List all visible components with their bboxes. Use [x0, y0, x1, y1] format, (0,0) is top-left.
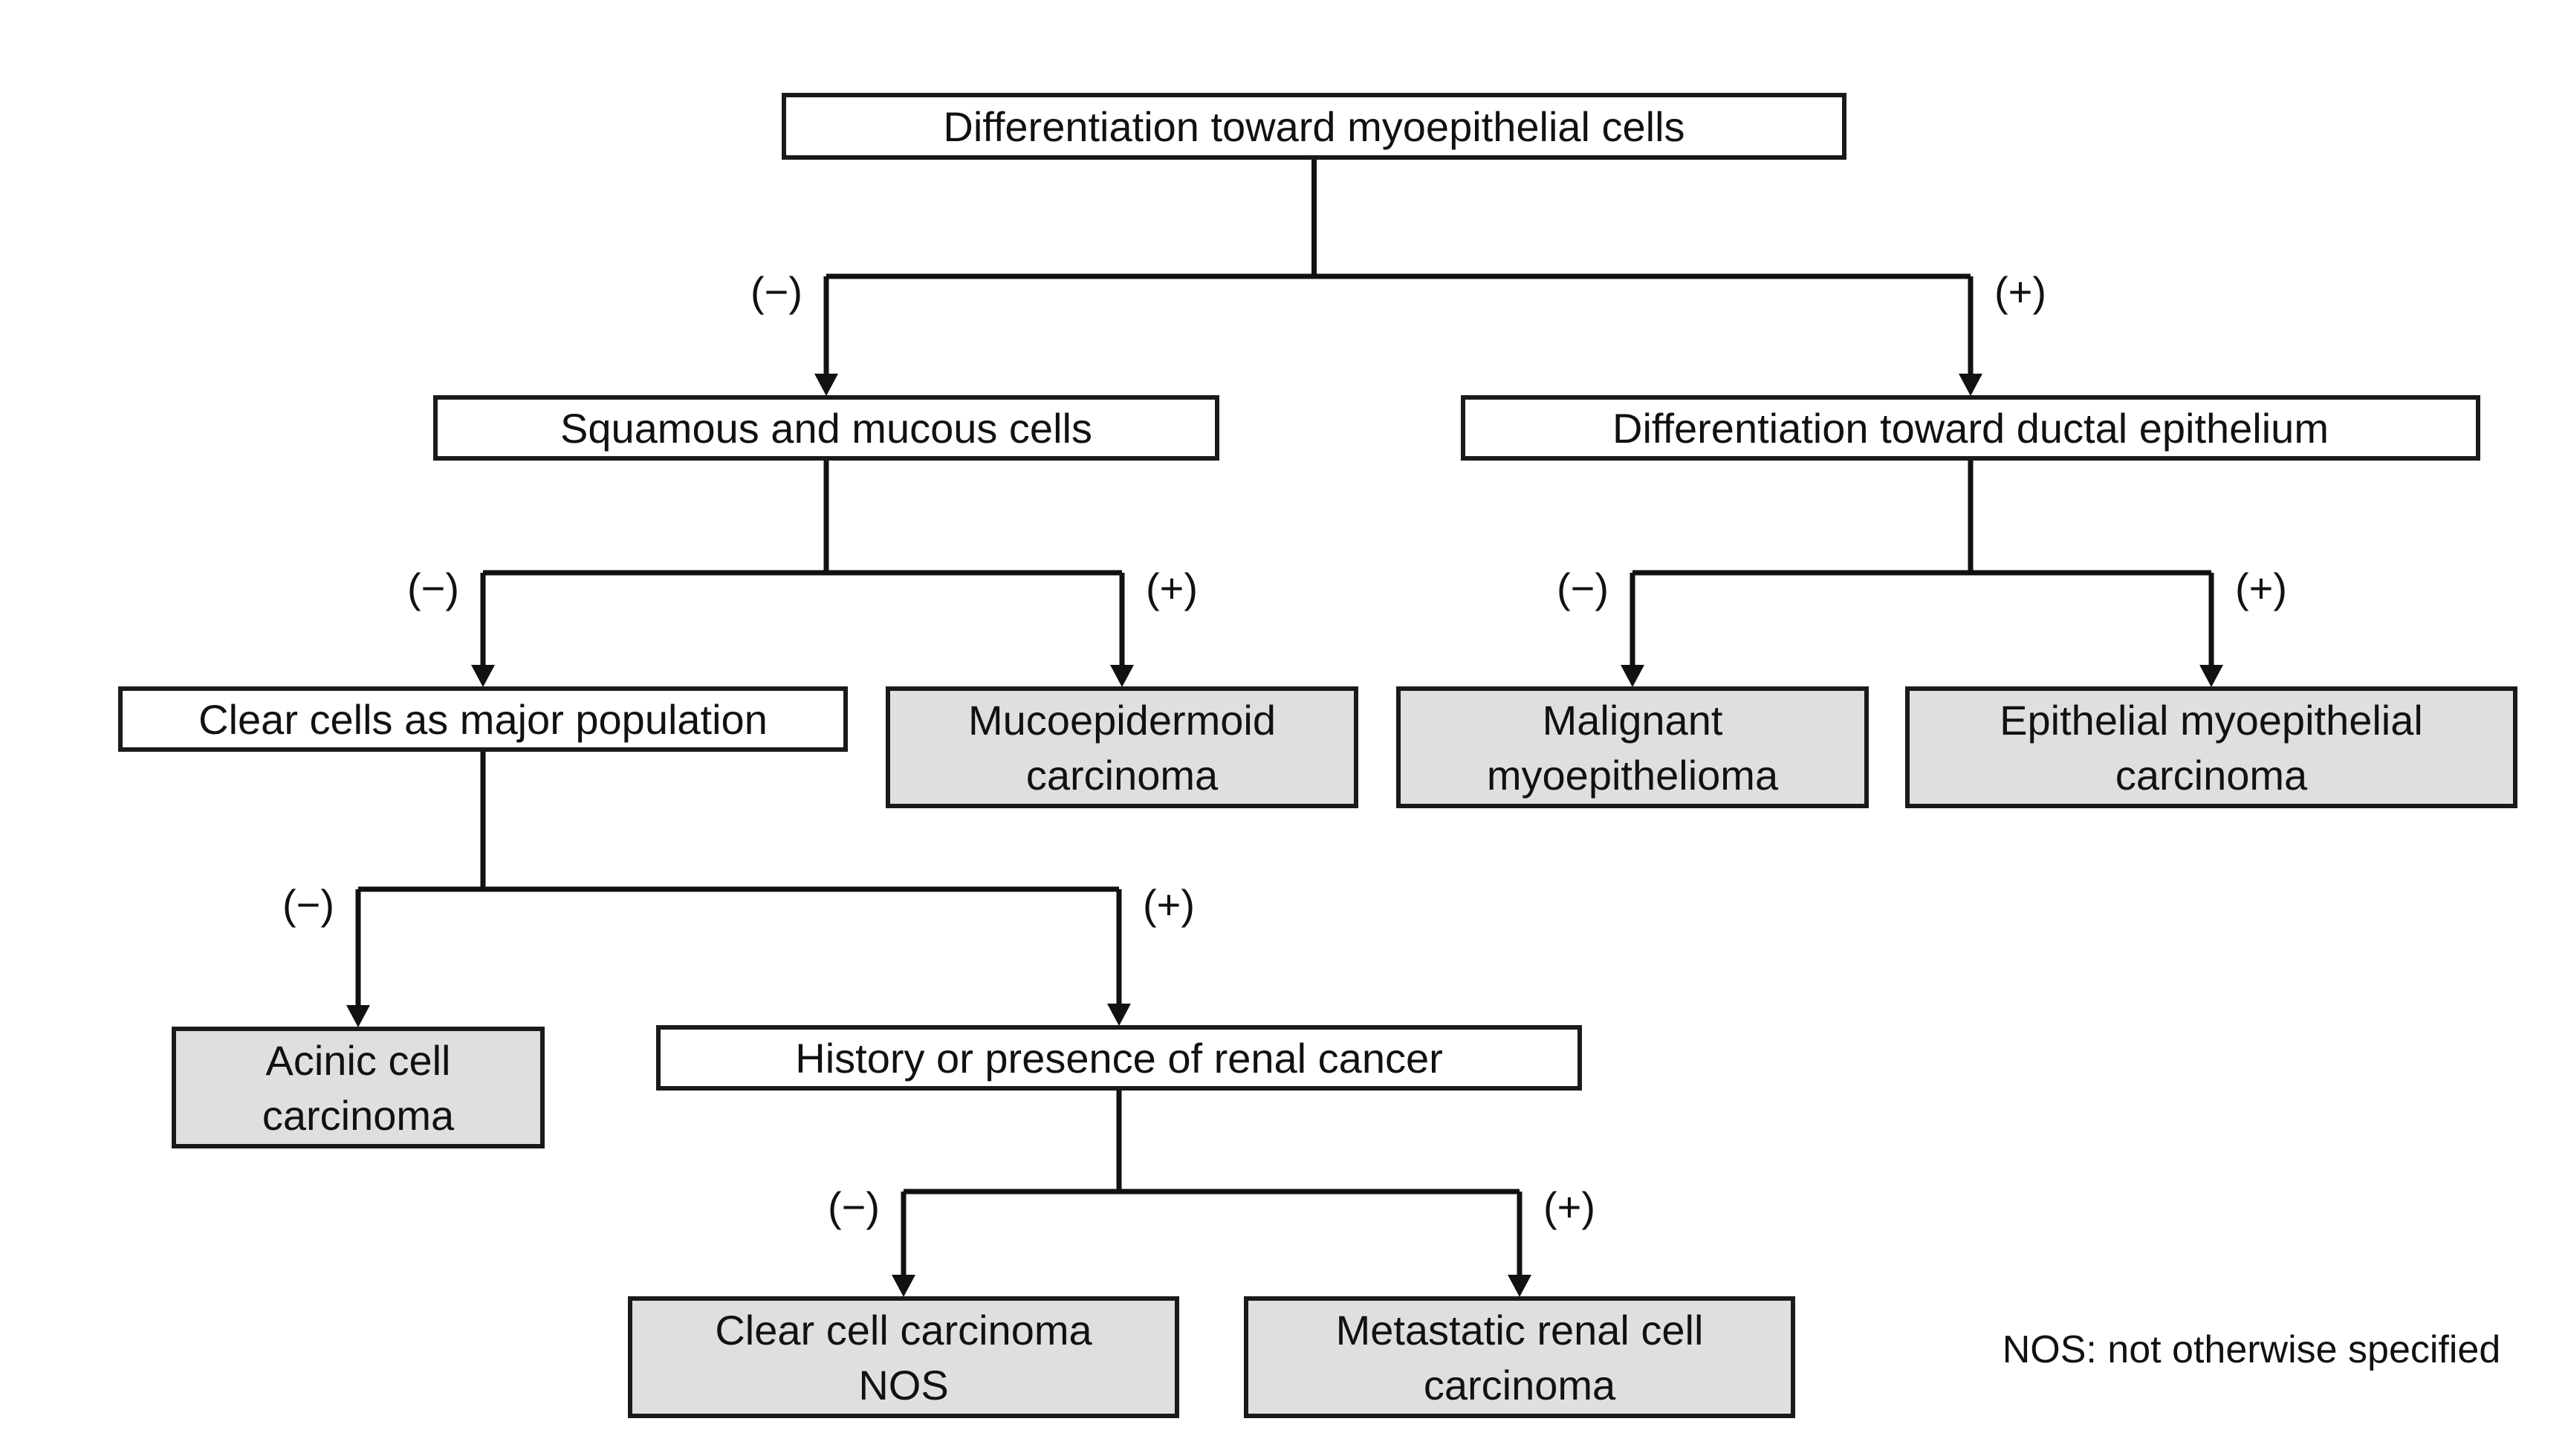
- arrow-squamous-to-clearcells: [471, 665, 495, 687]
- connectors-layer: (−) (+) (−) (+) (−) (+) (−) (+) (−) (+): [282, 157, 2287, 1297]
- node-clearcells: Clear cells as major population: [118, 686, 848, 752]
- node-malignant-myo-label-line-2: myoepithelioma: [1487, 752, 1779, 799]
- connector-myoepithelial: [823, 157, 1974, 378]
- node-myoepithelial: Differentiation toward myoepithelial cel…: [782, 93, 1846, 160]
- branch-label-negative-clearcells: (−): [282, 881, 334, 928]
- node-epi-myo: Epithelial myoepithelial carcinoma: [1905, 686, 2517, 808]
- nodes-layer: Differentiation toward myoepithelial cel…: [118, 93, 2517, 1418]
- node-acinic-label-line-1: Acinic cell: [266, 1037, 451, 1084]
- arrow-renal-history-to-metastatic-renal: [1508, 1275, 1531, 1297]
- arrow-renal-history-to-clear-nos: [892, 1275, 915, 1297]
- node-clear-nos-label-line-1: Clear cell carcinoma: [715, 1307, 1092, 1353]
- node-epi-myo-box: [1905, 686, 2517, 808]
- node-ductal-box: [1461, 395, 2480, 461]
- node-epi-myo-label-line-1: Epithelial myoepithelial: [2000, 697, 2423, 744]
- node-acinic: Acinic cell carcinoma: [172, 1027, 545, 1148]
- node-metastatic-renal-label-line-2: carcinoma: [1424, 1362, 1616, 1408]
- branch-label-negative-myoepithelial: (−): [750, 268, 802, 315]
- node-renal-history-label-line-1: History or presence of renal cancer: [795, 1035, 1443, 1082]
- arrow-ductal-to-malignant-myo: [1621, 665, 1644, 687]
- node-epi-myo-label-line-2: carcinoma: [2115, 752, 2308, 799]
- node-malignant-myo-label-line-1: Malignant: [1543, 697, 1723, 744]
- branch-label-negative-ductal: (−): [1557, 565, 1609, 611]
- node-clearcells-label-line-1: Clear cells as major population: [198, 696, 768, 743]
- branch-label-positive-myoepithelial: (+): [1994, 268, 2046, 315]
- branch-label-positive-squamous: (+): [1146, 565, 1198, 611]
- branch-label-positive-renal-history: (+): [1543, 1183, 1595, 1230]
- node-metastatic-renal-box: [1244, 1296, 1795, 1418]
- node-ductal-label-line-1: Differentiation toward ductal epithelium: [1612, 405, 2329, 452]
- node-clearcells-box: [118, 686, 848, 752]
- node-mucoepidermoid-box: [886, 686, 1358, 808]
- connector-renal-history: [901, 1088, 1523, 1279]
- arrow-clearcells-to-renal-history: [1107, 1004, 1131, 1026]
- branch-label-positive-ductal: (+): [2235, 565, 2287, 611]
- node-acinic-box: [172, 1027, 545, 1148]
- arrow-myoepithelial-to-squamous: [814, 374, 838, 396]
- node-ductal: Differentiation toward ductal epithelium: [1461, 395, 2480, 461]
- arrow-myoepithelial-to-ductal: [1959, 374, 1982, 396]
- node-squamous-box: [433, 395, 1219, 461]
- branch-label-negative-squamous: (−): [407, 565, 459, 611]
- connector-clearcells: [355, 750, 1122, 1010]
- node-renal-history-box: [656, 1025, 1582, 1091]
- arrow-clearcells-to-acinic: [346, 1005, 370, 1027]
- node-metastatic-renal: Metastatic renal cell carcinoma: [1244, 1296, 1795, 1418]
- node-mucoepidermoid-label-line-2: carcinoma: [1026, 752, 1219, 799]
- node-myoepithelial-box: [782, 93, 1846, 160]
- branch-label-negative-renal-history: (−): [828, 1183, 880, 1230]
- node-malignant-myo: Malignant myoepithelioma: [1396, 686, 1869, 808]
- node-squamous: Squamous and mucous cells: [433, 395, 1219, 461]
- node-clear-nos-label-line-2: NOS: [858, 1362, 948, 1408]
- node-myoepithelial-label-line-1: Differentiation toward myoepithelial cel…: [943, 103, 1684, 150]
- node-acinic-label-line-2: carcinoma: [262, 1092, 455, 1139]
- node-mucoepidermoid: Mucoepidermoid carcinoma: [886, 686, 1358, 808]
- node-squamous-label-line-1: Squamous and mucous cells: [560, 405, 1092, 452]
- node-clear-nos-box: [628, 1296, 1179, 1418]
- node-mucoepidermoid-label-line-1: Mucoepidermoid: [968, 697, 1276, 744]
- connector-ductal: [1630, 458, 2214, 669]
- branch-label-positive-clearcells: (+): [1143, 881, 1195, 928]
- node-metastatic-renal-label-line-1: Metastatic renal cell: [1336, 1307, 1704, 1353]
- arrow-ductal-to-epi-myo: [2199, 665, 2223, 687]
- connector-squamous: [480, 458, 1125, 669]
- footnote: NOS: not otherwise specified: [2003, 1328, 2501, 1371]
- node-malignant-myo-box: [1396, 686, 1869, 808]
- node-renal-history: History or presence of renal cancer: [656, 1025, 1582, 1091]
- arrow-squamous-to-mucoepidermoid: [1110, 665, 1134, 687]
